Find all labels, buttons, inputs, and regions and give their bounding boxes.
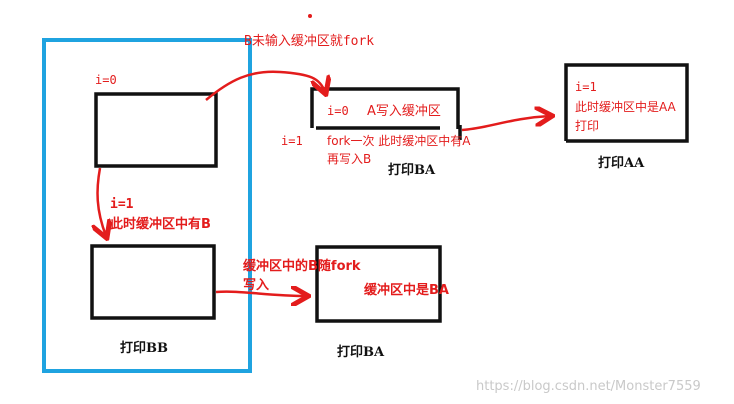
right-print-label: 打印 xyxy=(575,119,599,133)
mid-fork-label: fork一次 此时缓冲区中有A xyxy=(327,133,471,148)
mid-i1-label: i=1 xyxy=(281,134,303,148)
watermark: https://blog.csdn.net/Monster7559 xyxy=(476,379,701,394)
i0-left-label: i=0 xyxy=(95,73,117,87)
blue-frame xyxy=(42,38,252,373)
top-middle-box xyxy=(310,87,460,129)
top-note: B未输入缓冲区就fork xyxy=(244,33,374,49)
left-buf-label: 此时缓冲区中有B xyxy=(110,216,211,232)
print-ba-top: 打印BA xyxy=(388,162,436,178)
bottom-fork-label: 缓冲区中的B随fork xyxy=(243,258,361,274)
i0-top-label: i=0 xyxy=(327,104,349,118)
left-top-box xyxy=(94,92,218,168)
left-i1-label: i=1 xyxy=(110,197,134,212)
print-aa: 打印AA xyxy=(598,155,645,171)
mid-writeb-label: 再写入B xyxy=(327,152,371,166)
bottom-write-label: 写入 xyxy=(243,278,269,293)
print-ba-bottom: 打印BA xyxy=(337,344,385,360)
right-i1-label: i=1 xyxy=(575,80,597,94)
arrow-left-top-to-left-bottom xyxy=(98,167,106,236)
arrow-top-middle-to-right xyxy=(461,116,550,132)
red-dot xyxy=(308,14,312,18)
bottom-middle-box xyxy=(315,245,442,323)
print-bb: 打印BB xyxy=(120,340,168,356)
right-buf-label: 此时缓冲区中是AA xyxy=(575,99,677,114)
arrow-left-bottom-to-bottom-middle xyxy=(215,292,306,296)
right-box xyxy=(564,63,689,143)
a-write-label: A写入缓冲区 xyxy=(367,104,441,119)
arrow-left-top-to-top-middle xyxy=(205,70,325,101)
left-bottom-box xyxy=(90,244,216,320)
bottom-buf-label: 缓冲区中是BA xyxy=(364,282,449,298)
